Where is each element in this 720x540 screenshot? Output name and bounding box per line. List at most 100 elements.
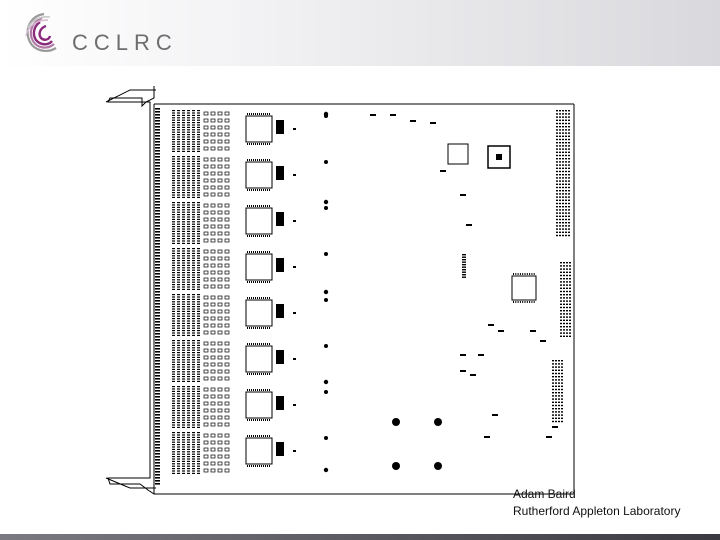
pad [187,439,190,441]
pad [187,453,190,455]
pad [172,194,175,196]
pad [192,172,195,174]
pad [197,405,200,407]
component [217,210,223,215]
pad [568,228,570,230]
pad [177,424,180,426]
pad [187,352,190,354]
pad [182,170,185,172]
pad [192,361,195,363]
pad [187,168,190,170]
ic-pin [257,159,258,161]
pad [462,254,466,256]
pad [177,460,180,462]
pad [197,410,200,412]
component [217,256,223,261]
pad [197,248,200,250]
component [224,362,230,367]
pad [559,110,561,112]
pad [192,288,195,290]
pad [566,281,568,283]
pad [559,206,561,208]
pad [177,313,180,315]
component [293,174,296,176]
pad [172,422,175,424]
component [530,330,536,332]
pad [172,322,175,324]
ic-pin [261,465,262,467]
pad [192,426,195,428]
pad [197,412,200,414]
pad [197,364,200,366]
pad [197,143,200,145]
pad [556,183,558,185]
pad [177,255,180,257]
pad [182,380,185,382]
ic-pin [531,273,533,275]
slide-caption: Adam Baird Rutherford Appleton Laborator… [513,486,680,520]
pad [187,126,190,128]
ic-pin [249,419,250,421]
pad [172,306,175,308]
pad [182,325,185,327]
connector-pin [155,189,160,191]
component [224,387,230,392]
pad [172,117,175,119]
pad [197,371,200,373]
pad [555,366,557,368]
pad [568,138,570,141]
pad [197,344,200,346]
component [224,309,230,314]
pad [177,112,180,114]
pad [177,248,180,250]
component [217,330,223,335]
pad [182,223,185,225]
pad [197,175,200,177]
connector-pin [155,360,160,362]
pad [565,154,567,157]
component [203,111,209,116]
component [203,185,209,190]
pad [187,386,190,388]
pad [562,199,564,201]
component [210,355,216,360]
ic-pin [257,327,258,329]
component [217,348,223,353]
ic-pin [269,281,270,283]
ic-pin [253,205,254,207]
pad [197,218,200,220]
pad [558,369,560,371]
pad [197,407,200,409]
mount-hole [323,111,329,117]
ic-pin [257,251,258,253]
pad [192,281,195,283]
pad [192,112,195,114]
pad [197,451,200,453]
pad [172,352,175,354]
pad [561,363,563,365]
pad [192,366,195,368]
pad [192,131,195,133]
component [203,256,209,261]
pad [172,386,175,388]
pad [172,315,175,317]
pad [197,434,200,436]
ic-pin [251,419,252,421]
connector-pin [155,357,160,359]
ic-pin [263,159,264,161]
pad [177,354,180,356]
pad [197,211,200,213]
pad [197,112,200,114]
pad [559,132,561,134]
pad [187,448,190,450]
pad [172,400,175,402]
pad [177,376,180,378]
component [217,394,223,399]
component [203,224,209,229]
component [203,171,209,176]
pad [566,287,568,289]
pad [197,380,200,382]
pad [177,395,180,397]
connector-pin [155,378,160,380]
pad [197,463,200,465]
